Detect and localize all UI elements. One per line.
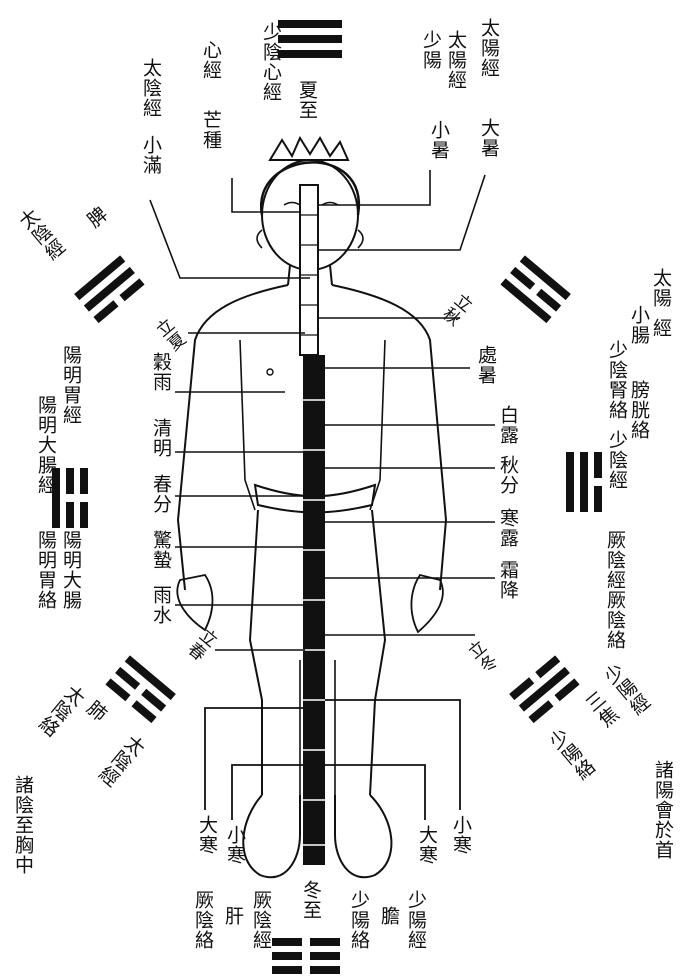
left-yangming-luo: 陽明胃絡 — [35, 530, 57, 610]
right-jueyin-luo: 厥陰絡 — [604, 590, 626, 650]
left-arm-outline — [178, 285, 288, 590]
crown-icon — [270, 138, 348, 160]
dashu-label: 大暑 — [478, 118, 500, 158]
right-jueyin-jing: 厥陰經 — [604, 530, 626, 590]
central-ruler-white — [300, 185, 318, 355]
bottom-dahan-right: 大寒 — [416, 825, 438, 865]
winter-solstice-label: 冬至 — [300, 880, 322, 920]
left-term-jingzhe: 驚蟄 — [150, 530, 172, 570]
right-shaoyin-jing: 少陰經 — [606, 430, 628, 490]
summer-meridian-label: 少陰心經 — [260, 22, 282, 102]
right-term-chushu: 處暑 — [475, 345, 497, 385]
right-taiyang-a: 太陽 — [650, 268, 672, 308]
bottom-brackets — [205, 700, 460, 820]
summer-solstice-label: 夏至 — [296, 80, 318, 120]
left-term-qingming: 清明 — [150, 418, 172, 458]
bottom-shaoyang-luo: 少陽絡 — [348, 890, 370, 950]
right-term-qiufen: 秋分 — [497, 455, 519, 495]
kan-trigram — [509, 655, 579, 723]
bottom-xiaohan-left: 小寒 — [224, 825, 246, 865]
bottom-xiaohan-right: 小寒 — [450, 815, 472, 855]
mangzhong-meridian-label: 心經 — [200, 40, 222, 80]
kun-trigram — [272, 938, 340, 974]
bottom-gan: 肝 — [222, 906, 244, 926]
dui-trigram — [566, 452, 602, 512]
left-leg-outline — [250, 510, 262, 795]
corner-left-label: 諸陰至胸中 — [12, 775, 34, 875]
right-term-shuangjiang: 霜降 — [497, 560, 519, 600]
dashu-meridian-label: 太陽經 — [478, 18, 500, 78]
left-term-yushui: 雨水 — [150, 585, 172, 625]
left-yangming-a: 陽明胃經 — [60, 345, 82, 425]
right-taiyang-c: 經 — [650, 318, 672, 338]
bottom-jueyin-jing: 厥陰經 — [250, 890, 272, 950]
left-yangming-c: 陽明大腸 — [60, 530, 82, 610]
bottom-shaoyang-jing: 少陽經 — [405, 890, 427, 950]
central-ruler-black — [303, 355, 325, 865]
left-foot — [243, 795, 300, 877]
xiaoshu-label: 小暑 — [428, 120, 450, 160]
right-term-bailu: 白露 — [497, 405, 519, 445]
mangzhong-label: 芒種 — [200, 110, 222, 150]
xiaoman-meridian-label: 太陰經 — [140, 58, 162, 118]
right-shaoyin-luo: 少陰腎絡 — [606, 340, 628, 420]
left-term-guyu: 穀雨 — [150, 352, 172, 392]
left-leader-lines — [150, 178, 310, 650]
gen-trigram — [105, 655, 175, 723]
corner-right-label: 諸陽會於首 — [652, 760, 674, 860]
xiaoshu-meridian-b: 太陽經 — [445, 30, 467, 90]
zhen-trigram — [52, 468, 88, 528]
bottom-dahan-left: 大寒 — [196, 815, 218, 855]
bottom-dan: 膽 — [378, 906, 400, 926]
xiaoshu-meridian-a: 少陽 — [420, 30, 442, 70]
left-term-chunfen: 春分 — [150, 474, 172, 514]
left-yangming-b: 陽明大腸經 — [35, 395, 57, 495]
right-shaoyin-pangguang: 膀胱絡 — [628, 380, 650, 440]
right-term-hanlu: 寒露 — [497, 508, 519, 548]
li-trigram — [500, 255, 570, 323]
qian-trigram — [278, 20, 342, 58]
right-taiyang-b: 小腸 — [628, 305, 650, 345]
left-hand — [177, 575, 212, 630]
right-leader-lines — [318, 170, 495, 635]
right-leg-outline — [370, 510, 385, 795]
right-hand — [411, 575, 442, 632]
right-arm-outline — [332, 285, 446, 590]
bottom-jueyin-luo: 厥陰絡 — [192, 890, 214, 950]
xiaoman-label: 小滿 — [140, 135, 162, 175]
right-foot — [335, 795, 391, 877]
xun-trigram — [74, 255, 144, 323]
